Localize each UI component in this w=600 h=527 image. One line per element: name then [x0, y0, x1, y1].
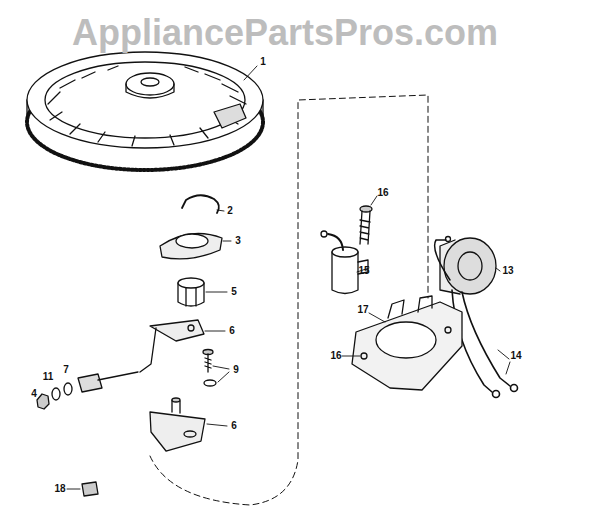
ignition-coil	[458, 252, 482, 280]
coil-bracket	[388, 296, 432, 318]
contact-points	[64, 383, 72, 395]
ignition-coil	[444, 238, 496, 294]
assembly-line	[150, 95, 428, 505]
callout-number: 6	[229, 326, 235, 336]
flywheel	[126, 73, 174, 95]
leader-lines	[67, 489, 80, 490]
contact-points	[37, 372, 138, 409]
leader-lines	[206, 292, 227, 293]
coil-bracket	[361, 353, 367, 359]
coil-bracket	[352, 302, 462, 390]
flywheel	[27, 52, 263, 170]
condenser	[321, 231, 368, 294]
callout-number: 4	[31, 389, 37, 399]
point-plate	[150, 398, 205, 451]
leader-lines	[205, 331, 225, 332]
cam-cover	[176, 234, 208, 248]
leader-lines	[244, 66, 257, 80]
ignition-coil	[435, 237, 496, 295]
leader-lines	[217, 210, 224, 211]
callout-number: 6	[231, 421, 237, 431]
flywheel	[27, 52, 263, 148]
callout-number: 16	[330, 351, 341, 361]
callout-number: 1	[260, 57, 266, 67]
flywheel	[126, 84, 174, 98]
leader-lines	[369, 313, 385, 322]
spring-clip	[182, 195, 219, 213]
point-plate	[184, 431, 196, 437]
condenser	[328, 234, 343, 250]
flywheel	[214, 104, 246, 128]
flywheel	[45, 62, 245, 138]
breaker-arm	[188, 325, 194, 331]
callout-number: 11	[43, 372, 54, 382]
callout-number: 7	[63, 365, 69, 375]
cam	[178, 278, 204, 288]
leader-lines	[213, 366, 229, 382]
coil-bracket	[352, 296, 462, 390]
contact-points	[37, 394, 49, 409]
breaker-arm	[140, 328, 156, 372]
leader-lines	[67, 66, 510, 489]
callout-number: 2	[227, 206, 233, 216]
ignition-coil	[435, 240, 450, 280]
condenser	[321, 231, 327, 237]
leader-lines	[371, 196, 377, 205]
callout-number: 9	[233, 365, 239, 375]
callout-number: 14	[510, 351, 521, 361]
cam-cover	[160, 234, 222, 259]
point-plate	[172, 398, 180, 402]
contact-points	[78, 374, 102, 392]
callout-number: 15	[358, 266, 369, 276]
screw	[360, 211, 370, 244]
callout-number: 13	[502, 266, 513, 276]
point-plate	[150, 412, 205, 451]
leader-lines	[496, 268, 500, 271]
coil-bracket	[376, 322, 436, 358]
small-clip	[82, 482, 98, 496]
coil-bracket	[445, 327, 451, 333]
spring-clip	[182, 195, 219, 213]
callout-number: 3	[235, 236, 241, 246]
watermark: AppliancePartsPros.com	[72, 15, 498, 51]
leader-lines	[498, 350, 510, 374]
leader-lines	[223, 241, 231, 242]
assembly-line	[150, 95, 428, 505]
breaker-arm	[140, 320, 204, 372]
breaker-arm	[150, 320, 204, 341]
callout-number: 5	[231, 287, 237, 297]
small-clip	[82, 482, 98, 496]
screw	[360, 206, 372, 244]
ground-wires	[511, 385, 518, 392]
screw-washer	[205, 354, 211, 372]
screw-washer	[204, 380, 216, 386]
contact-points	[98, 372, 138, 380]
callout-number: 16	[377, 188, 388, 198]
callout-number: 18	[54, 484, 65, 494]
flywheel	[141, 78, 159, 86]
ground-wires	[462, 292, 510, 386]
contact-points	[52, 388, 60, 400]
leader-lines	[342, 356, 360, 357]
leader-lines	[207, 424, 227, 426]
cam	[186, 288, 196, 306]
ignition-coil	[446, 237, 451, 242]
condenser	[332, 252, 358, 294]
ground-wires	[493, 391, 500, 398]
callout-number: 17	[357, 305, 368, 315]
cam	[178, 278, 204, 306]
flywheel	[48, 66, 246, 146]
condenser	[332, 247, 358, 257]
cam-cover	[160, 234, 222, 259]
screw-washer	[203, 350, 216, 387]
